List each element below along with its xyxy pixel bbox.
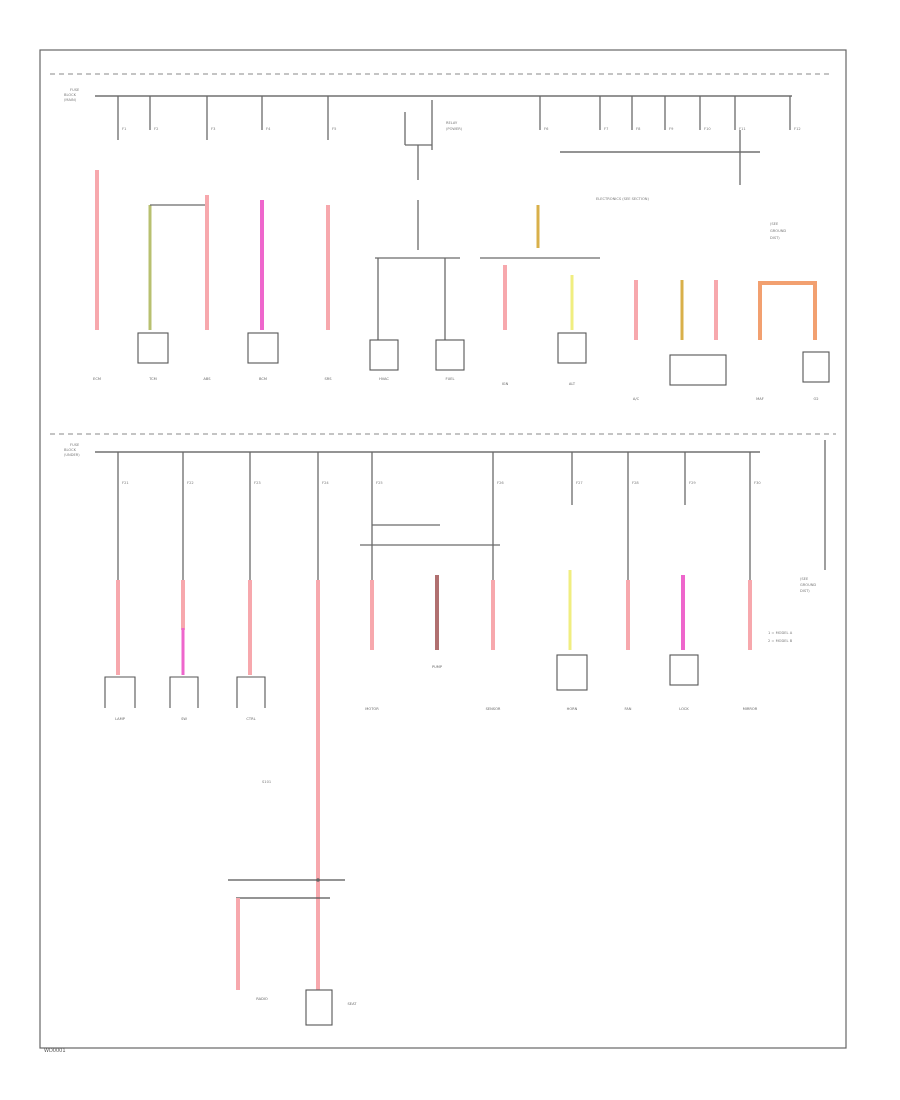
- lower-comp-box-2: [169, 676, 199, 708]
- lower-bus-label-1: FUSE: [70, 443, 80, 447]
- fuse-label-f8: F8: [636, 127, 641, 131]
- upper-comp-label-6: HVAC: [379, 377, 389, 381]
- component-box-2: [247, 332, 279, 364]
- fuse-label-f26: F26: [497, 481, 504, 485]
- upper-comp-label-7: FUEL: [446, 377, 455, 381]
- splice-label: S101: [262, 780, 271, 784]
- lower-fuses: F21 F22 F23 F24 F25 F26 F27 F28 F29 F30: [117, 452, 761, 580]
- lower-bus-label-2: BLOCK: [64, 448, 77, 452]
- component-box-6: [669, 354, 727, 386]
- lower-comp-label-2: SW: [181, 717, 187, 721]
- upper-comp-label-3: ABS: [203, 377, 211, 381]
- fuse-label-f25: F25: [376, 481, 383, 485]
- fuse-label-f28: F28: [632, 481, 639, 485]
- fuse-label-f2: F2: [154, 127, 158, 131]
- lower-comp-label-9: LOCK: [679, 707, 689, 711]
- fuse-label-f10: F10: [704, 127, 711, 131]
- lower-comp-box-6: [305, 989, 333, 1026]
- fuse-label-f23: F23: [254, 481, 261, 485]
- fuse-label-f4: F4: [266, 127, 271, 131]
- lower-comp-box-1: [104, 676, 136, 708]
- upper-bus-label-1: FUSE: [70, 88, 80, 92]
- upper-comp-label-4: BCM: [259, 377, 267, 381]
- upper-comp-label-12: O2: [813, 397, 818, 401]
- upper-side-note-3: DIST): [770, 236, 780, 240]
- relay-label-2: (POWER): [446, 127, 463, 131]
- lower-comp-box-4: [556, 654, 588, 691]
- lower-side-note-2: GROUND: [800, 583, 816, 587]
- component-box-5: [557, 332, 587, 364]
- fuse-label-f5: F5: [332, 127, 336, 131]
- upper-comp-label-8: IGN: [502, 382, 509, 386]
- diagram-frame: [39, 49, 847, 1049]
- fuse-label-f22: F22: [187, 481, 194, 485]
- lower-comp-label-6: SENSOR: [486, 707, 501, 711]
- fuse-label-f29: F29: [689, 481, 696, 485]
- upper-fuses: F1 F2 F3 F4 F5 F6 F7 F8 F9 F10 F11 F12: [117, 96, 801, 140]
- fuse-label-f27: F27: [576, 481, 583, 485]
- fuse-label-f21: F21: [122, 481, 129, 485]
- relay-label-1: RELAY: [446, 121, 458, 125]
- lower-side-note-1: (SEE: [800, 577, 809, 581]
- fuse-label-f1: F1: [122, 127, 126, 131]
- upper-comp-label-10: A/C: [633, 397, 640, 401]
- legend-line-2: 2 = MODEL B: [768, 639, 793, 643]
- fuse-label-f3: F3: [211, 127, 215, 131]
- upper-comp-label-5: SRS: [324, 377, 332, 381]
- fuse-label-f12: F12: [794, 127, 801, 131]
- fuse-label-f6: F6: [544, 127, 549, 131]
- lower-comp-label-10: MIRROR: [743, 707, 758, 711]
- lower-comp-label-4: MOTOR: [365, 707, 379, 711]
- lower-comp-label-8: FAN: [625, 707, 632, 711]
- fuse-label-f24: F24: [322, 481, 329, 485]
- upper-comp-label-2: TCM: [148, 377, 157, 381]
- lower-section: FUSE BLOCK (UNDER) F21 F22 F23 F24 F25 F…: [64, 440, 826, 1026]
- lower-comp-label-12: SEAT: [348, 1002, 358, 1006]
- lower-comp-label-11: RADIO: [256, 997, 268, 1001]
- lower-comp-label-3: CTRL: [246, 717, 255, 721]
- component-box-4: [435, 339, 465, 371]
- component-box-7: [802, 351, 830, 383]
- component-box-3: [369, 339, 399, 371]
- upper-side-note-2: GROUND: [770, 229, 786, 233]
- fuse-label-f9: F9: [669, 127, 674, 131]
- upper-comp-label-1: ECM: [93, 377, 101, 381]
- lower-bus-label-3: (UNDER): [64, 453, 80, 457]
- wire-orange-1: [758, 281, 817, 340]
- power-relay: RELAY (POWER): [404, 100, 463, 180]
- legend-line-1: 1 = MODEL A: [768, 631, 793, 635]
- fuse-label-f7: F7: [604, 127, 608, 131]
- lower-comp-label-1: LAMP: [115, 717, 126, 721]
- lower-comp-box-5: [669, 654, 699, 686]
- footer-code: WD0001: [44, 1048, 66, 1054]
- fuse-label-f11: F11: [739, 127, 746, 131]
- upper-section: FUSE BLOCK (MAIN) F1 F2 F3 F4 F5 F6 F7 F…: [50, 73, 830, 401]
- lower-comp-box-3: [236, 676, 266, 708]
- fuse-label-f30: F30: [754, 481, 761, 485]
- upper-comp-label-11: MAF: [756, 397, 764, 401]
- lower-comp-label-7: HORN: [567, 707, 578, 711]
- lower-comp-label-5: PUMP: [432, 665, 443, 669]
- upper-bus-label-3: (MAIN): [64, 98, 77, 102]
- upper-bus-label-2: BLOCK: [64, 93, 77, 97]
- lower-side-note-3: DIST): [800, 589, 810, 593]
- upper-side-note-1: (SEE: [770, 222, 779, 226]
- component-box-1: [137, 332, 169, 364]
- upper-comp-label-9: ALT: [569, 382, 576, 386]
- electronics-annotation: ELECTRONICS (SEE SECTION): [596, 197, 649, 201]
